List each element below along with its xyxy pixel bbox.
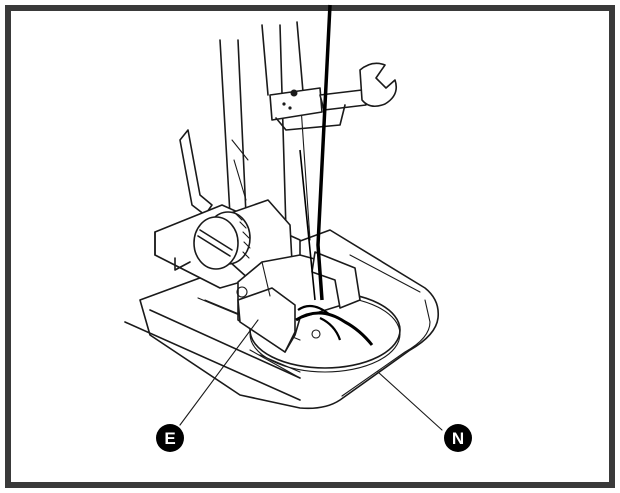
callout-e: E [156, 424, 184, 452]
presser-bar [219, 21, 311, 241]
needle-thread [295, 4, 374, 346]
figure-frame [5, 5, 615, 488]
thumb-screw [193, 211, 251, 270]
needle-clamp [269, 62, 398, 131]
callout-n: N [444, 424, 472, 452]
callout-n-label: N [452, 429, 464, 448]
leader-line-n [377, 371, 443, 431]
callout-e-label: E [164, 429, 175, 448]
leader-line-e [179, 319, 259, 426]
